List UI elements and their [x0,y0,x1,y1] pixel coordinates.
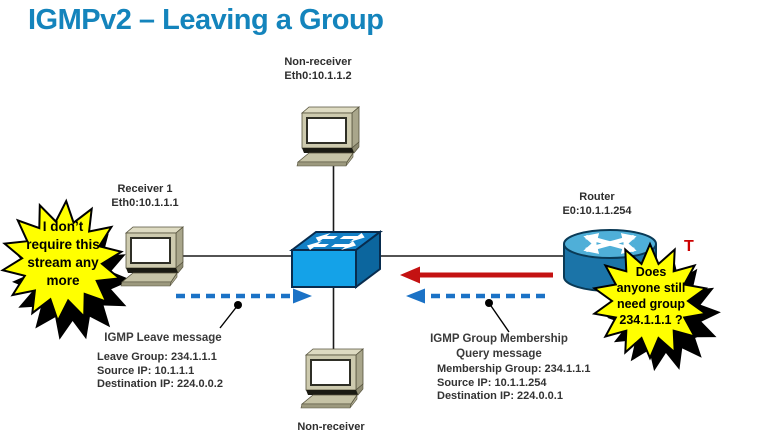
query-speech-starburst [591,241,721,372]
left-host-computer-icon [120,226,184,287]
leave-message-details: Leave Group: 234.1.1.1 Source IP: 10.1.1… [97,351,223,390]
leave-bubble-text: I don’t require this stream any more [26,219,100,288]
node-interface: Eth0:10.1.1.2 [284,69,352,82]
multicast-stream-arrow-icon [400,266,553,284]
top-host-label: Non-receiver Eth0:10.1.1.2 [258,56,378,83]
node-name: Non-receiver [284,56,352,68]
router-label: Router E0:10.1.1.254 [537,191,657,218]
leave-callout-line [219,304,239,329]
left-host-label: Receiver 1 Eth0:10.1.1.1 [85,183,205,210]
node-name: Router [579,191,615,203]
bottom-host-label: Non-receiver [271,421,391,435]
callout-pointers [219,299,510,333]
node-interface: E0:10.1.1.254 [562,204,632,217]
leave-speech-starburst [0,198,132,340]
query-callout-dot [485,299,493,307]
switch-arrows [306,233,365,250]
query-callout-line [488,302,510,333]
query-bubble-text: Does anyone still need group 234.1.1.1 ? [616,265,686,327]
leave-message-header: IGMP Leave message [104,332,222,344]
leave-arrow-icon [176,288,312,304]
node-name: Receiver 1 [117,183,173,195]
timer-annotation: T [684,238,694,255]
node-interface: Eth0:10.1.1.1 [111,196,179,209]
query-message-details: Membership Group: 234.1.1.1 Source IP: 1… [437,363,591,402]
top-host-computer-icon [296,106,360,167]
leave-callout-dot [234,301,242,309]
node-name: Non-receiver [297,421,365,433]
query-arrow-icon [406,288,545,304]
query-message-header: IGMP Group Membership Query message [430,333,568,360]
page-title: IGMPv2 – Leaving a Group [28,4,384,36]
router-arrows [583,233,637,254]
switch-icon [289,230,383,289]
bottom-host-computer-icon [300,348,364,409]
